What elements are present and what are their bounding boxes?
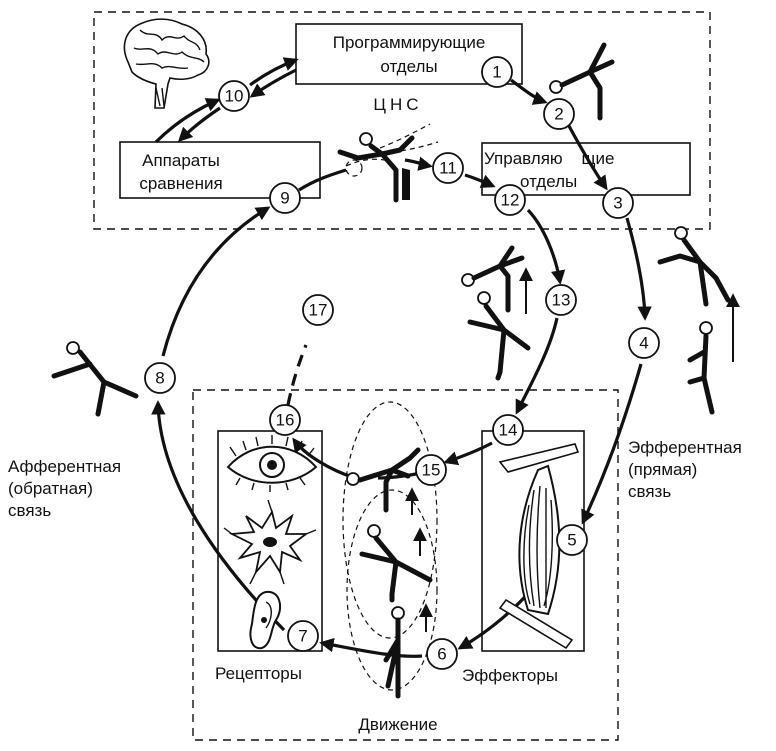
node-7: 7 (287, 620, 319, 652)
svg-text:10: 10 (225, 87, 244, 106)
svg-text:7: 7 (298, 627, 307, 646)
svg-text:4: 4 (639, 334, 648, 353)
muscle-icon (498, 443, 580, 650)
figure-movement-mid (359, 524, 433, 603)
cns-label: ЦНС (373, 95, 422, 114)
programming-label-line2: отделы (380, 57, 437, 76)
movement-ellipse-outer (342, 401, 438, 639)
node-5: 5 (556, 524, 588, 556)
comparison-label-line1: Аппараты (142, 151, 220, 170)
cns-region (93, 11, 711, 230)
figure-mid-13b (467, 291, 531, 381)
receptor-cell-icon (223, 499, 317, 585)
efferent-label-line2: (прямая) (628, 460, 697, 479)
node-2: 2 (543, 98, 575, 130)
afferent-label-line1: Афферентная (8, 457, 121, 476)
node-3: 3 (602, 187, 634, 219)
svg-text:3: 3 (613, 194, 622, 213)
svg-text:15: 15 (422, 461, 441, 480)
svg-text:11: 11 (439, 159, 457, 178)
ear-icon (249, 590, 282, 650)
node-13: 13 (545, 284, 577, 316)
figure-right-upper (657, 226, 731, 307)
figure-left (51, 341, 139, 417)
programming-label-line1: Программирующие (333, 33, 486, 52)
svg-text:16: 16 (276, 411, 295, 430)
svg-text:17: 17 (309, 301, 328, 320)
node-8: 8 (144, 362, 176, 394)
control-label-line2: отделы (520, 172, 577, 191)
comparison-label-line2: сравнения (139, 174, 222, 193)
figure-center-top (337, 123, 439, 203)
figure-15 (346, 447, 421, 515)
svg-text:13: 13 (552, 291, 571, 310)
svg-text:2: 2 (554, 105, 563, 124)
afferent-label-line2: (обратная) (8, 479, 93, 498)
svg-text:6: 6 (437, 645, 446, 664)
receptors-label: Рецепторы (215, 664, 302, 683)
node-14: 14 (492, 414, 524, 446)
node-9: 9 (269, 182, 301, 214)
node-10: 10 (218, 80, 250, 112)
figure-near-node2 (549, 42, 615, 121)
figure-right-lower (687, 293, 740, 415)
node-11: 11 (432, 152, 464, 184)
periphery-region (192, 389, 619, 741)
node-16: 16 (269, 404, 301, 436)
svg-text:9: 9 (280, 189, 289, 208)
node-15: 15 (415, 454, 447, 486)
brain-icon (123, 18, 210, 109)
efferent-label-line3: связь (628, 482, 671, 501)
node-6: 6 (426, 638, 458, 670)
figure-mid-13a (461, 245, 533, 314)
svg-text:8: 8 (155, 369, 164, 388)
svg-text:12: 12 (501, 191, 520, 210)
node-17: 17 (302, 294, 334, 326)
movement-label: Движение (358, 715, 437, 734)
effectors-label: Эффекторы (462, 666, 558, 685)
afferent-label-line3: связь (8, 501, 51, 520)
eye-icon (226, 435, 318, 492)
svg-text:14: 14 (499, 421, 518, 440)
node-1: 1 (481, 56, 513, 88)
cns-link-path (154, 57, 299, 144)
movement-ellipse-inner (346, 489, 438, 691)
figure-movement-low (383, 603, 433, 699)
svg-text:1: 1 (492, 63, 501, 82)
svg-text:5: 5 (567, 531, 576, 550)
control-label-line1: Управляю щие (484, 149, 615, 168)
node-4: 4 (628, 327, 660, 359)
efferent-label-line1: Эфферентная (628, 438, 742, 457)
node-12: 12 (494, 184, 526, 216)
